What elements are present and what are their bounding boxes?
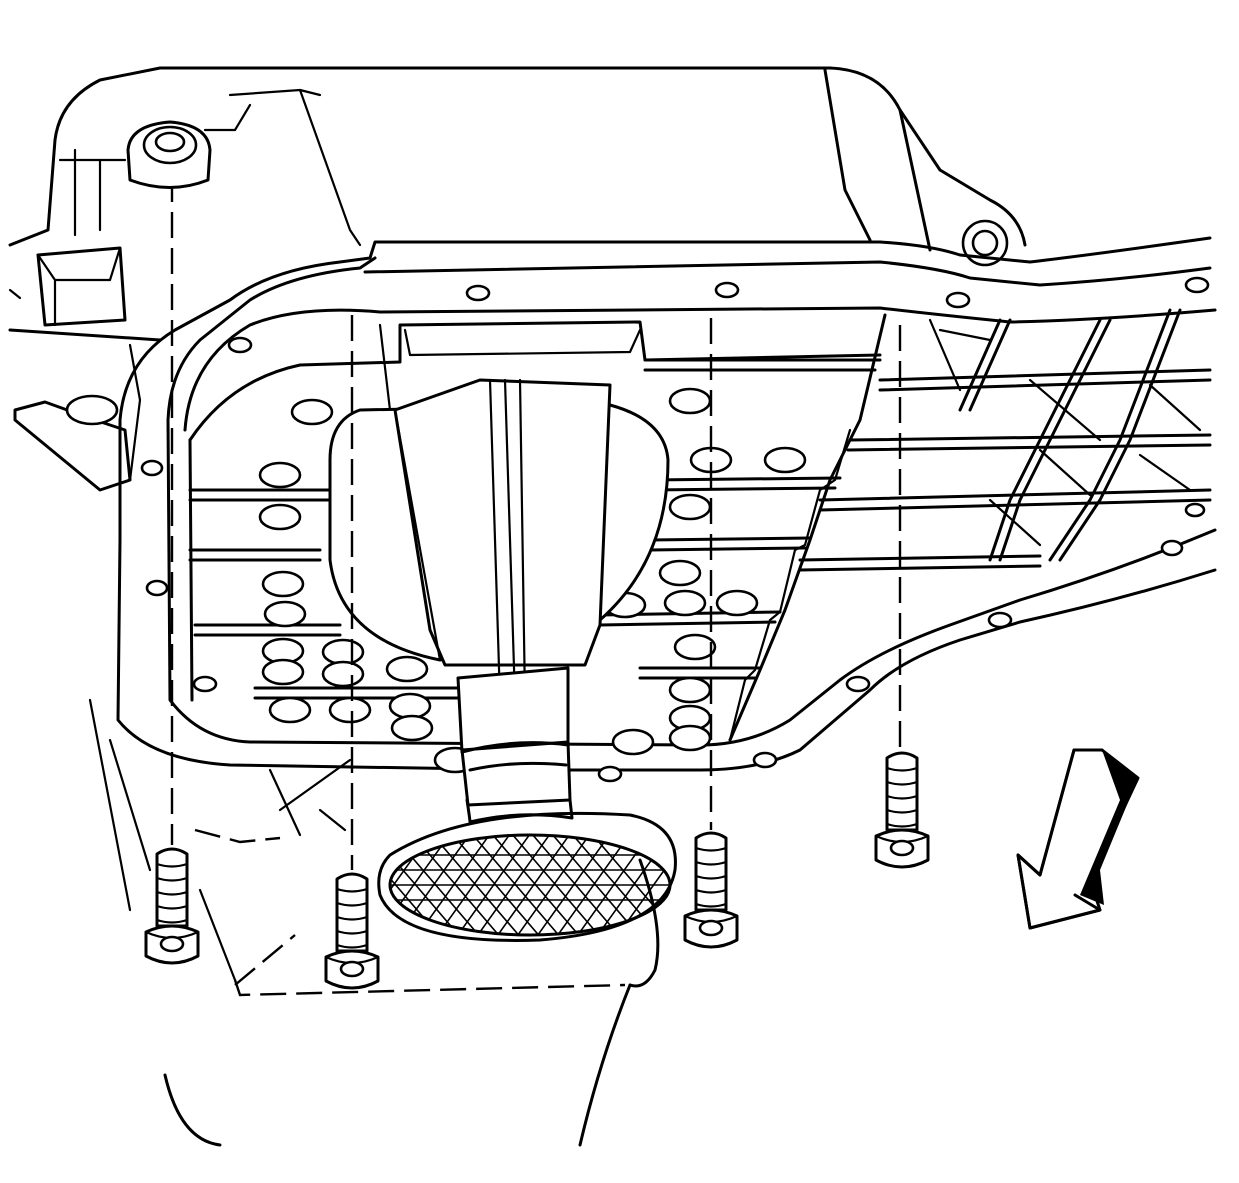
pickup-screen-mesh [390,835,670,935]
bolt-4-bolt [874,751,930,869]
bolt-3-bolt [683,831,739,949]
engine-block [8,66,1027,492]
front-direction-arrow [1016,748,1140,930]
gasket-dashed-outline [194,828,626,997]
oil-pan-bolts [144,751,930,990]
oil-pan [116,236,1217,783]
oil-pump-screen [88,378,677,1147]
bolt-centerlines [170,140,902,870]
bolt-2-bolt [324,872,380,990]
bolt-boss-upper [126,120,212,189]
bolt-1-bolt [144,847,200,965]
